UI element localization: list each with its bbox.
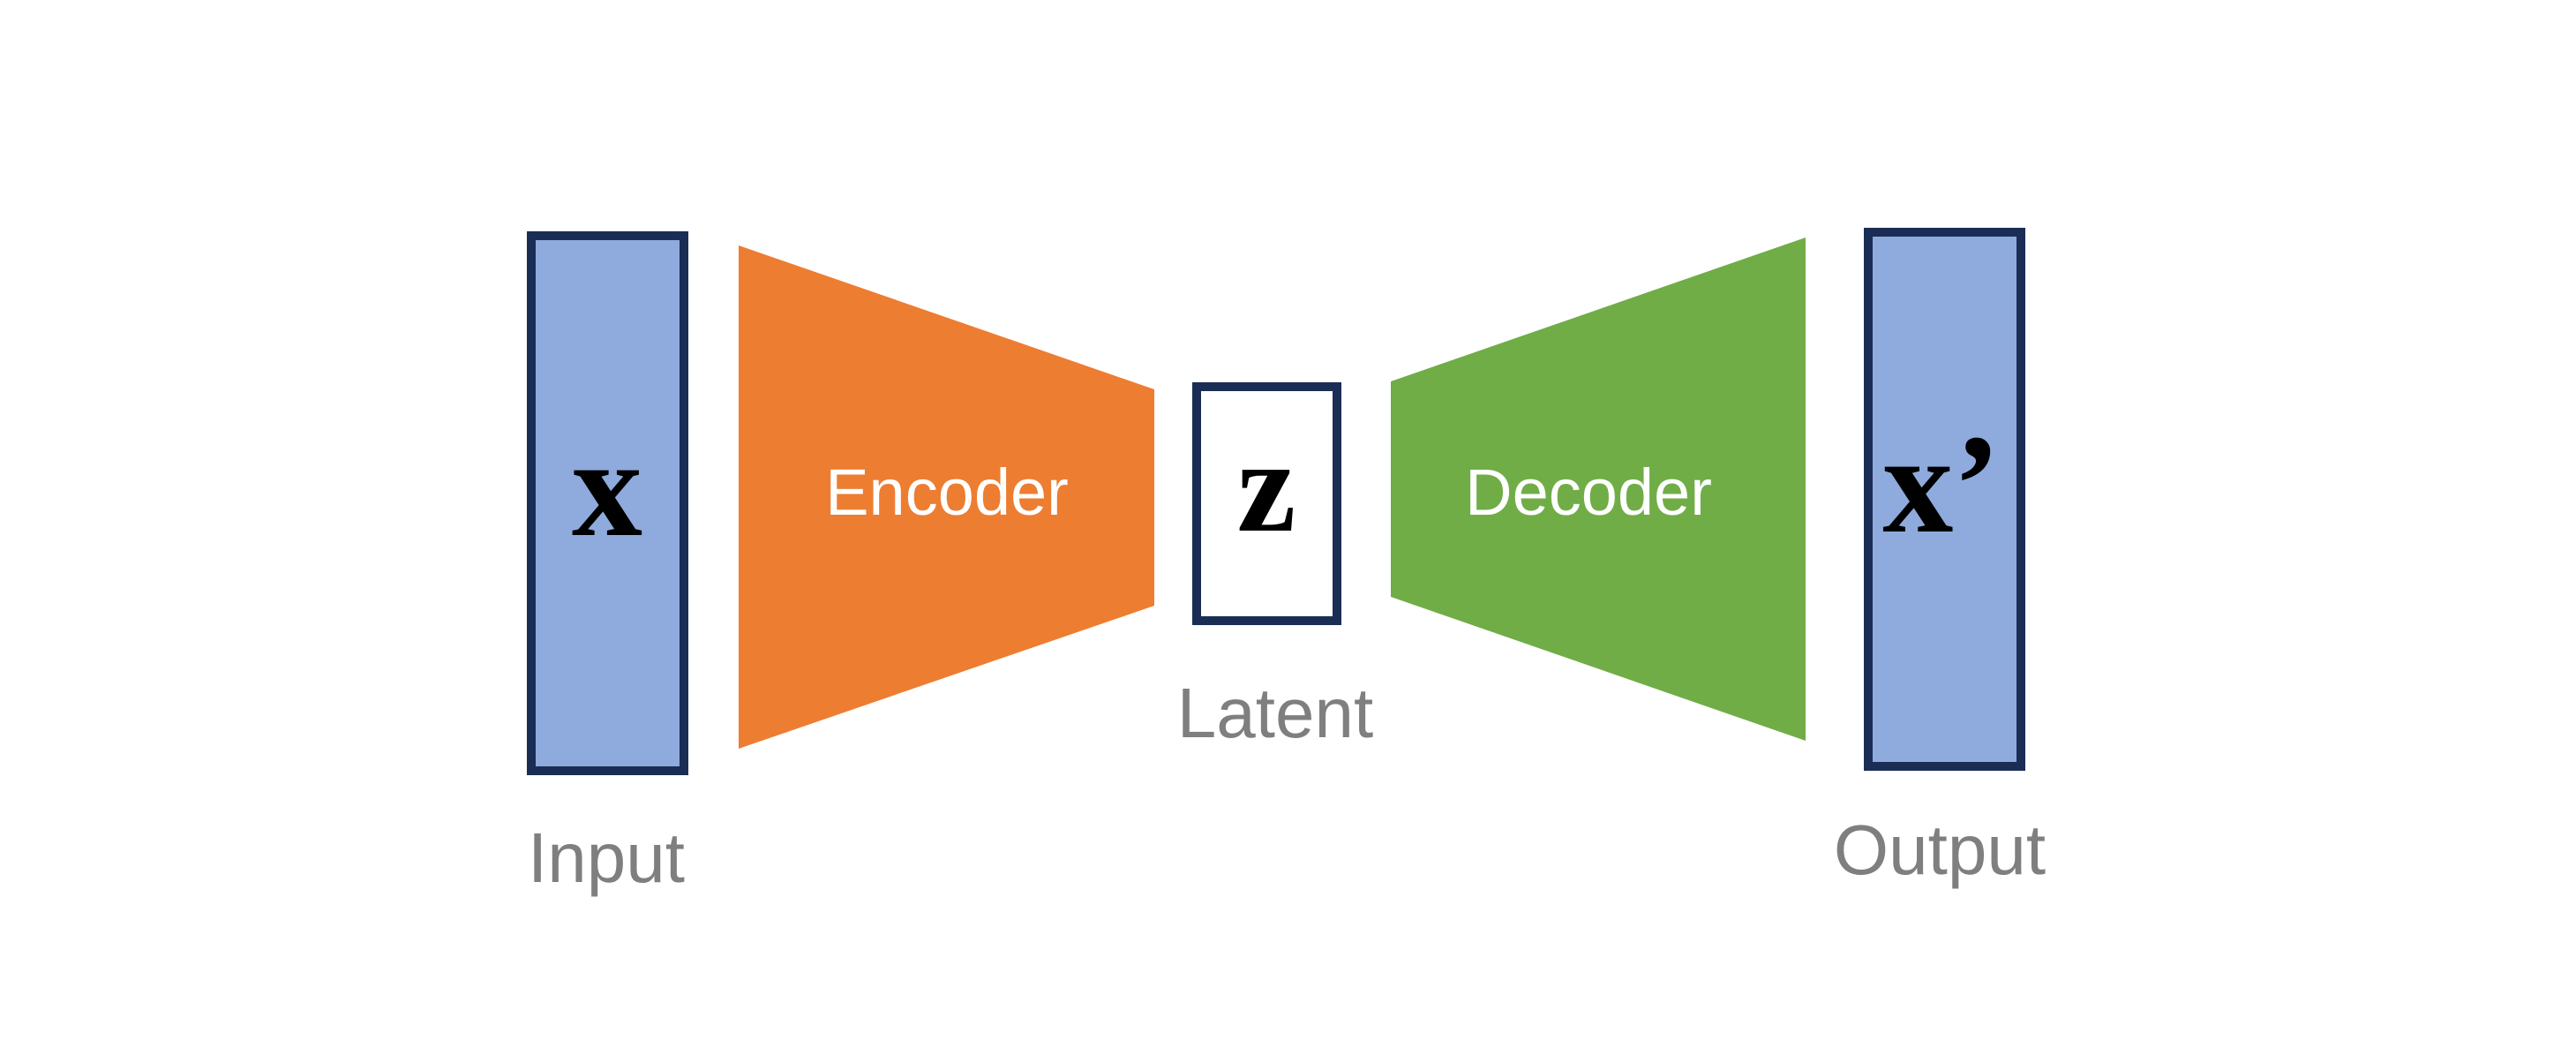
encoder-node: Encoder	[739, 245, 1154, 749]
decoder-label: Decoder	[1465, 456, 1712, 529]
latent-symbol: z	[1237, 413, 1296, 560]
latent-label: Latent	[1177, 674, 1373, 752]
input-node: x Input	[527, 231, 688, 897]
encoder-label: Encoder	[825, 456, 1069, 529]
latent-node: z Latent	[1177, 382, 1373, 752]
input-vector-box	[527, 231, 688, 775]
input-label: Input	[528, 818, 685, 897]
output-symbol: x’	[1882, 405, 2000, 562]
input-symbol: x	[572, 409, 642, 566]
output-vector-box	[1864, 228, 2025, 771]
decoder-trapezoid	[1391, 237, 1806, 741]
decoder-node: Decoder	[1391, 237, 1806, 741]
output-label: Output	[1834, 810, 2046, 889]
latent-vector-box	[1192, 382, 1341, 625]
output-node: x’ Output	[1834, 228, 2046, 889]
encoder-trapezoid	[739, 245, 1154, 749]
